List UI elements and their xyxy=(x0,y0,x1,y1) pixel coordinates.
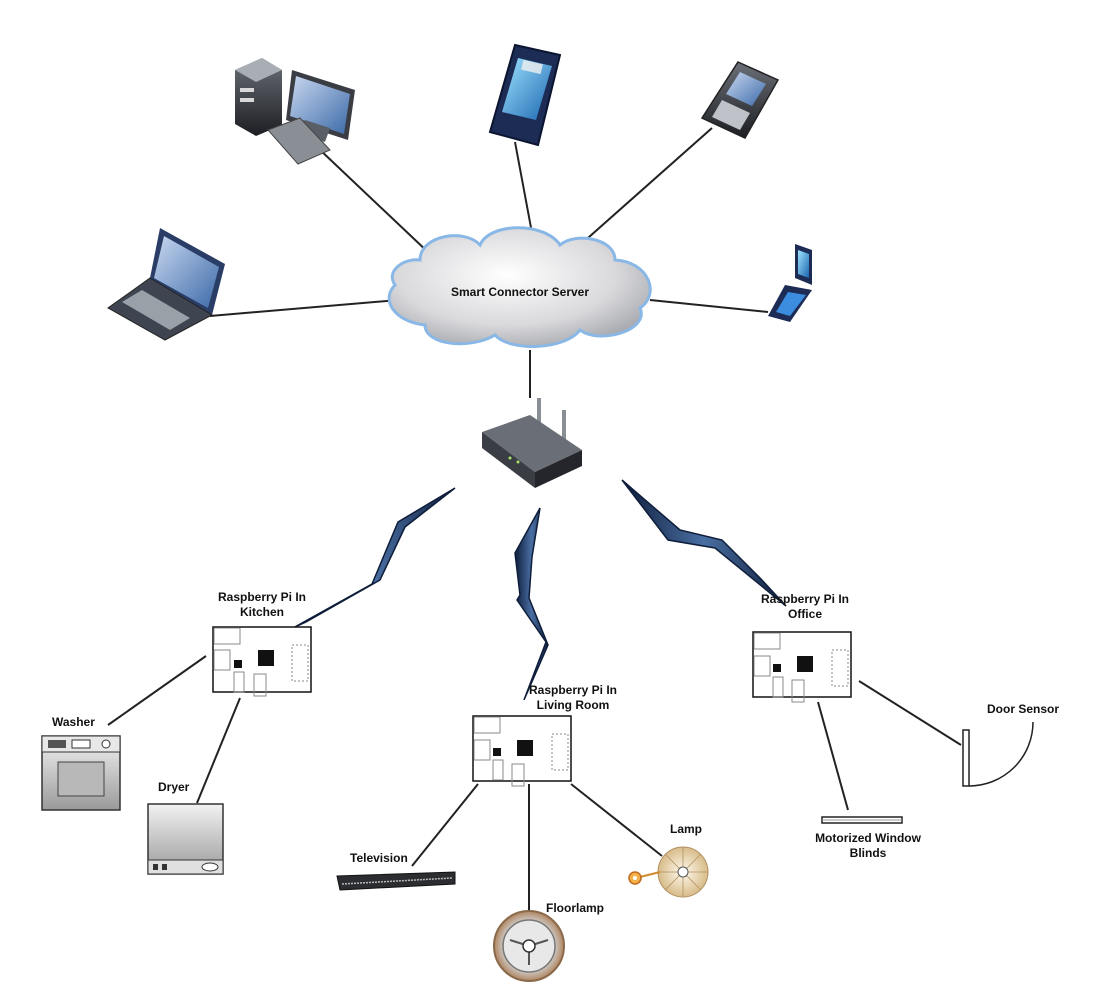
window-blinds-label: Motorized Window Blinds xyxy=(815,831,921,861)
hub-label-kitchen-line1: Raspberry Pi In xyxy=(217,590,307,604)
desktop-computer-icon xyxy=(235,58,355,165)
motorized-window-blinds-icon xyxy=(821,816,903,824)
window-blinds-label-line2: Blinds xyxy=(849,846,887,860)
television-icon xyxy=(336,871,456,891)
hub-label-living-room: Raspberry Pi In Living Room xyxy=(513,683,633,713)
door-sensor-label: Door Sensor xyxy=(987,702,1060,716)
lamp-label: Lamp xyxy=(670,822,703,836)
link-office-door xyxy=(858,680,962,746)
flip-phone-icon xyxy=(768,244,812,322)
hub-label-living-room-line1: Raspberry Pi In xyxy=(528,683,618,697)
window-blinds-label-line1: Motorized Window xyxy=(815,831,921,845)
link-kitchen-washer xyxy=(107,655,207,726)
raspberry-pi-living-room-icon xyxy=(472,715,572,787)
lamp-icon xyxy=(628,846,709,898)
raspberry-pi-office-icon xyxy=(752,631,852,703)
dryer-icon xyxy=(147,803,224,875)
washer-icon xyxy=(41,735,121,811)
wireless-link-office xyxy=(621,479,787,607)
wireless-link-kitchen xyxy=(292,487,456,629)
link-smartphone xyxy=(514,141,533,234)
raspberry-pi-kitchen-icon xyxy=(212,626,312,697)
link-laptop xyxy=(209,299,399,317)
hub-label-office-line2: Office xyxy=(787,607,822,621)
link-blackberry xyxy=(579,127,713,246)
laptop-icon xyxy=(107,228,225,341)
cloud-icon xyxy=(387,226,652,348)
blackberry-phone-icon xyxy=(700,61,780,139)
door-sensor-icon xyxy=(962,721,1034,787)
link-office-blinds xyxy=(817,701,849,811)
hub-label-kitchen-line2: Kitchen xyxy=(239,605,284,619)
smartphone-icon xyxy=(488,43,562,147)
cloud-label: Smart Connector Server xyxy=(450,285,590,299)
link-living-lamp xyxy=(570,783,663,857)
television-label: Television xyxy=(350,851,408,865)
link-living-tv xyxy=(411,783,479,867)
dryer-label: Dryer xyxy=(158,780,190,794)
link-kitchen-dryer xyxy=(196,697,241,804)
hub-label-office: Raspberry Pi In Office xyxy=(745,592,865,622)
hub-label-living-room-line2: Living Room xyxy=(536,698,610,712)
floorlamp-label: Floorlamp xyxy=(546,901,605,915)
hub-label-kitchen: Raspberry Pi In Kitchen xyxy=(202,590,322,620)
wireless-link-living-room xyxy=(514,507,549,701)
hub-label-office-line1: Raspberry Pi In xyxy=(760,592,850,606)
link-desktop xyxy=(317,147,431,255)
link-flipphone xyxy=(649,299,769,313)
wireless-router-icon xyxy=(482,398,582,488)
washer-label: Washer xyxy=(52,715,95,729)
floorlamp-icon xyxy=(493,910,565,982)
